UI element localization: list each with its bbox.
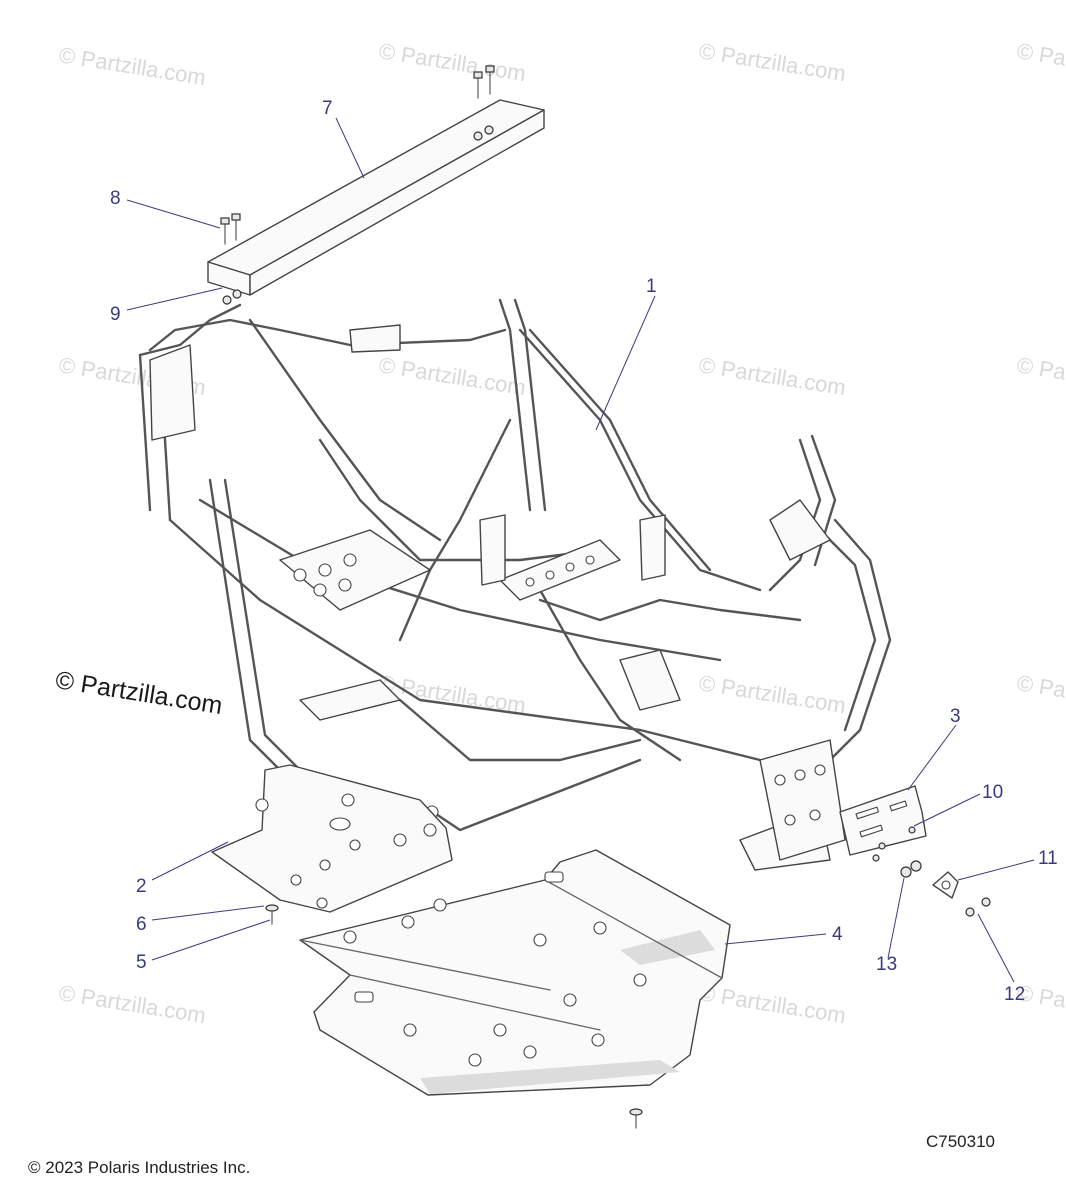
hardware-group: [872, 826, 991, 917]
watermark: © Partzilla.com: [57, 42, 207, 90]
watermark: © Partzilla.com: [1015, 38, 1066, 86]
callout-5[interactable]: 5: [136, 952, 147, 973]
tie-down-icon: [932, 871, 959, 899]
nut-icon: [900, 860, 922, 878]
nut-icon: [222, 295, 232, 305]
bolt-icon: [220, 213, 241, 245]
leader-lines: [126, 117, 1035, 983]
callout-8[interactable]: 8: [110, 188, 121, 209]
callout-2[interactable]: 2: [136, 876, 147, 897]
watermark: © Partzilla.com: [377, 352, 527, 400]
front-plate-part-3: [839, 785, 927, 856]
cross-bar-part-7: [207, 65, 545, 305]
watermark: © Partzilla.com: [697, 352, 847, 400]
callout-9[interactable]: 9: [110, 304, 121, 325]
callout-10[interactable]: 10: [982, 782, 1003, 803]
callout-7[interactable]: 7: [322, 98, 333, 119]
watermark: © Partzilla.com: [697, 38, 847, 86]
watermark: © Partzilla.com: [1015, 670, 1066, 718]
callout-11[interactable]: 11: [1038, 848, 1058, 869]
front-skid-plate-part-4: [299, 849, 731, 1096]
diagram-code: C750310: [926, 1132, 996, 1151]
copyright-text: © 2023 Polaris Industries Inc.: [28, 1158, 251, 1177]
main-frame-part-1: [138, 298, 892, 871]
bolt-icon: [965, 897, 991, 917]
watermark: © Partzilla.com: [1015, 352, 1066, 400]
callout-4[interactable]: 4: [832, 924, 843, 945]
watermark: © Partzilla.com: [697, 980, 847, 1028]
washer-icon: [265, 904, 279, 912]
callout-1[interactable]: 1: [646, 276, 657, 297]
bolt-icon: [872, 826, 916, 862]
callout-labels: 1 2 3 4 5 6 7 8 9 10 11 12 13: [110, 98, 1058, 1005]
callout-3[interactable]: 3: [950, 706, 961, 727]
fastener-5-6: [265, 904, 279, 925]
callout-12[interactable]: 12: [1004, 984, 1025, 1005]
watermark: © Partzilla.com: [697, 670, 847, 718]
screw-icon: [629, 1108, 643, 1129]
watermark: © Partzilla.com: [377, 38, 527, 86]
rear-skid-plate-part-2: [211, 764, 453, 913]
callout-6[interactable]: 6: [136, 914, 147, 935]
callout-13[interactable]: 13: [876, 954, 897, 975]
watermark: © Partzilla.com: [57, 980, 207, 1028]
bolt-icon: [473, 65, 495, 99]
